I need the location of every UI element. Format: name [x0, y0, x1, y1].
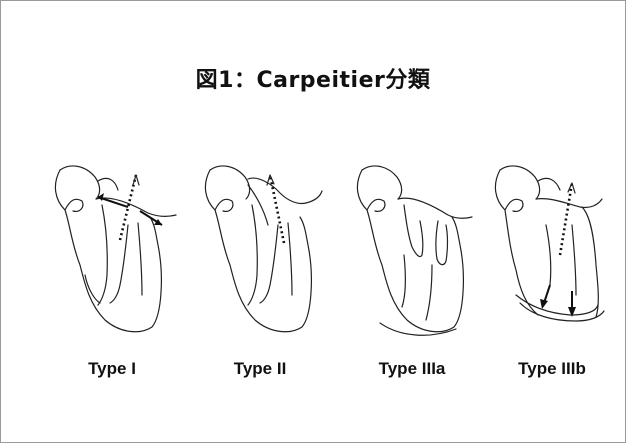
- heart-type-iiia-icon: [340, 155, 480, 345]
- heart-type-ii-icon: [188, 155, 328, 345]
- type-ii-label: Type II: [190, 359, 330, 379]
- figure-title: 図1：Carpeitier分類: [0, 62, 626, 94]
- type-iiia-label: Type IIIa: [342, 359, 482, 379]
- heart-type-i-icon: [40, 155, 180, 345]
- heart-type-iiib-icon: [480, 155, 620, 345]
- type-i-label: Type I: [42, 359, 182, 379]
- type-iiib-label: Type IIIb: [482, 359, 622, 379]
